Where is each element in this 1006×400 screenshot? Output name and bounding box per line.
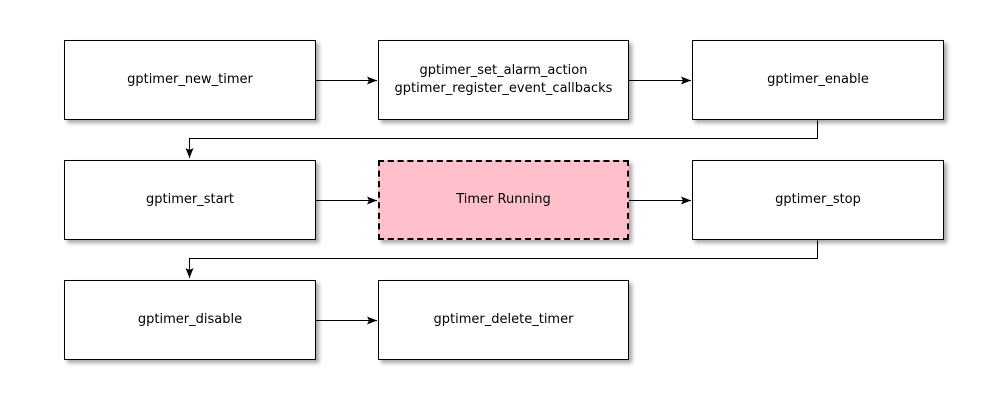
node-gptimer-stop: gptimer_stop (692, 160, 944, 240)
edge-stop-to-disable (185, 240, 818, 278)
node-label: Timer Running (456, 192, 551, 208)
node-gptimer-start: gptimer_start (64, 160, 316, 240)
node-gptimer-set-alarm-action-register-event-callbacks: gptimer_set_alarm_action gptimer_registe… (378, 40, 629, 120)
node-label: gptimer_disable (137, 312, 243, 328)
node-gptimer-delete-timer: gptimer_delete_timer (378, 280, 629, 360)
node-gptimer-enable: gptimer_enable (692, 40, 944, 120)
node-timer-running: Timer Running (378, 160, 629, 240)
node-label: gptimer_stop (775, 192, 861, 208)
node-gptimer-disable: gptimer_disable (64, 280, 316, 360)
edge-enable-to-start (185, 120, 818, 158)
node-label: gptimer_start (146, 192, 234, 208)
node-label: gptimer_set_alarm_action gptimer_registe… (394, 63, 613, 96)
node-gptimer-new-timer: gptimer_new_timer (64, 40, 316, 120)
node-label: gptimer_delete_timer (433, 312, 574, 328)
node-label: gptimer_enable (767, 72, 869, 88)
node-label: gptimer_new_timer (127, 72, 253, 88)
